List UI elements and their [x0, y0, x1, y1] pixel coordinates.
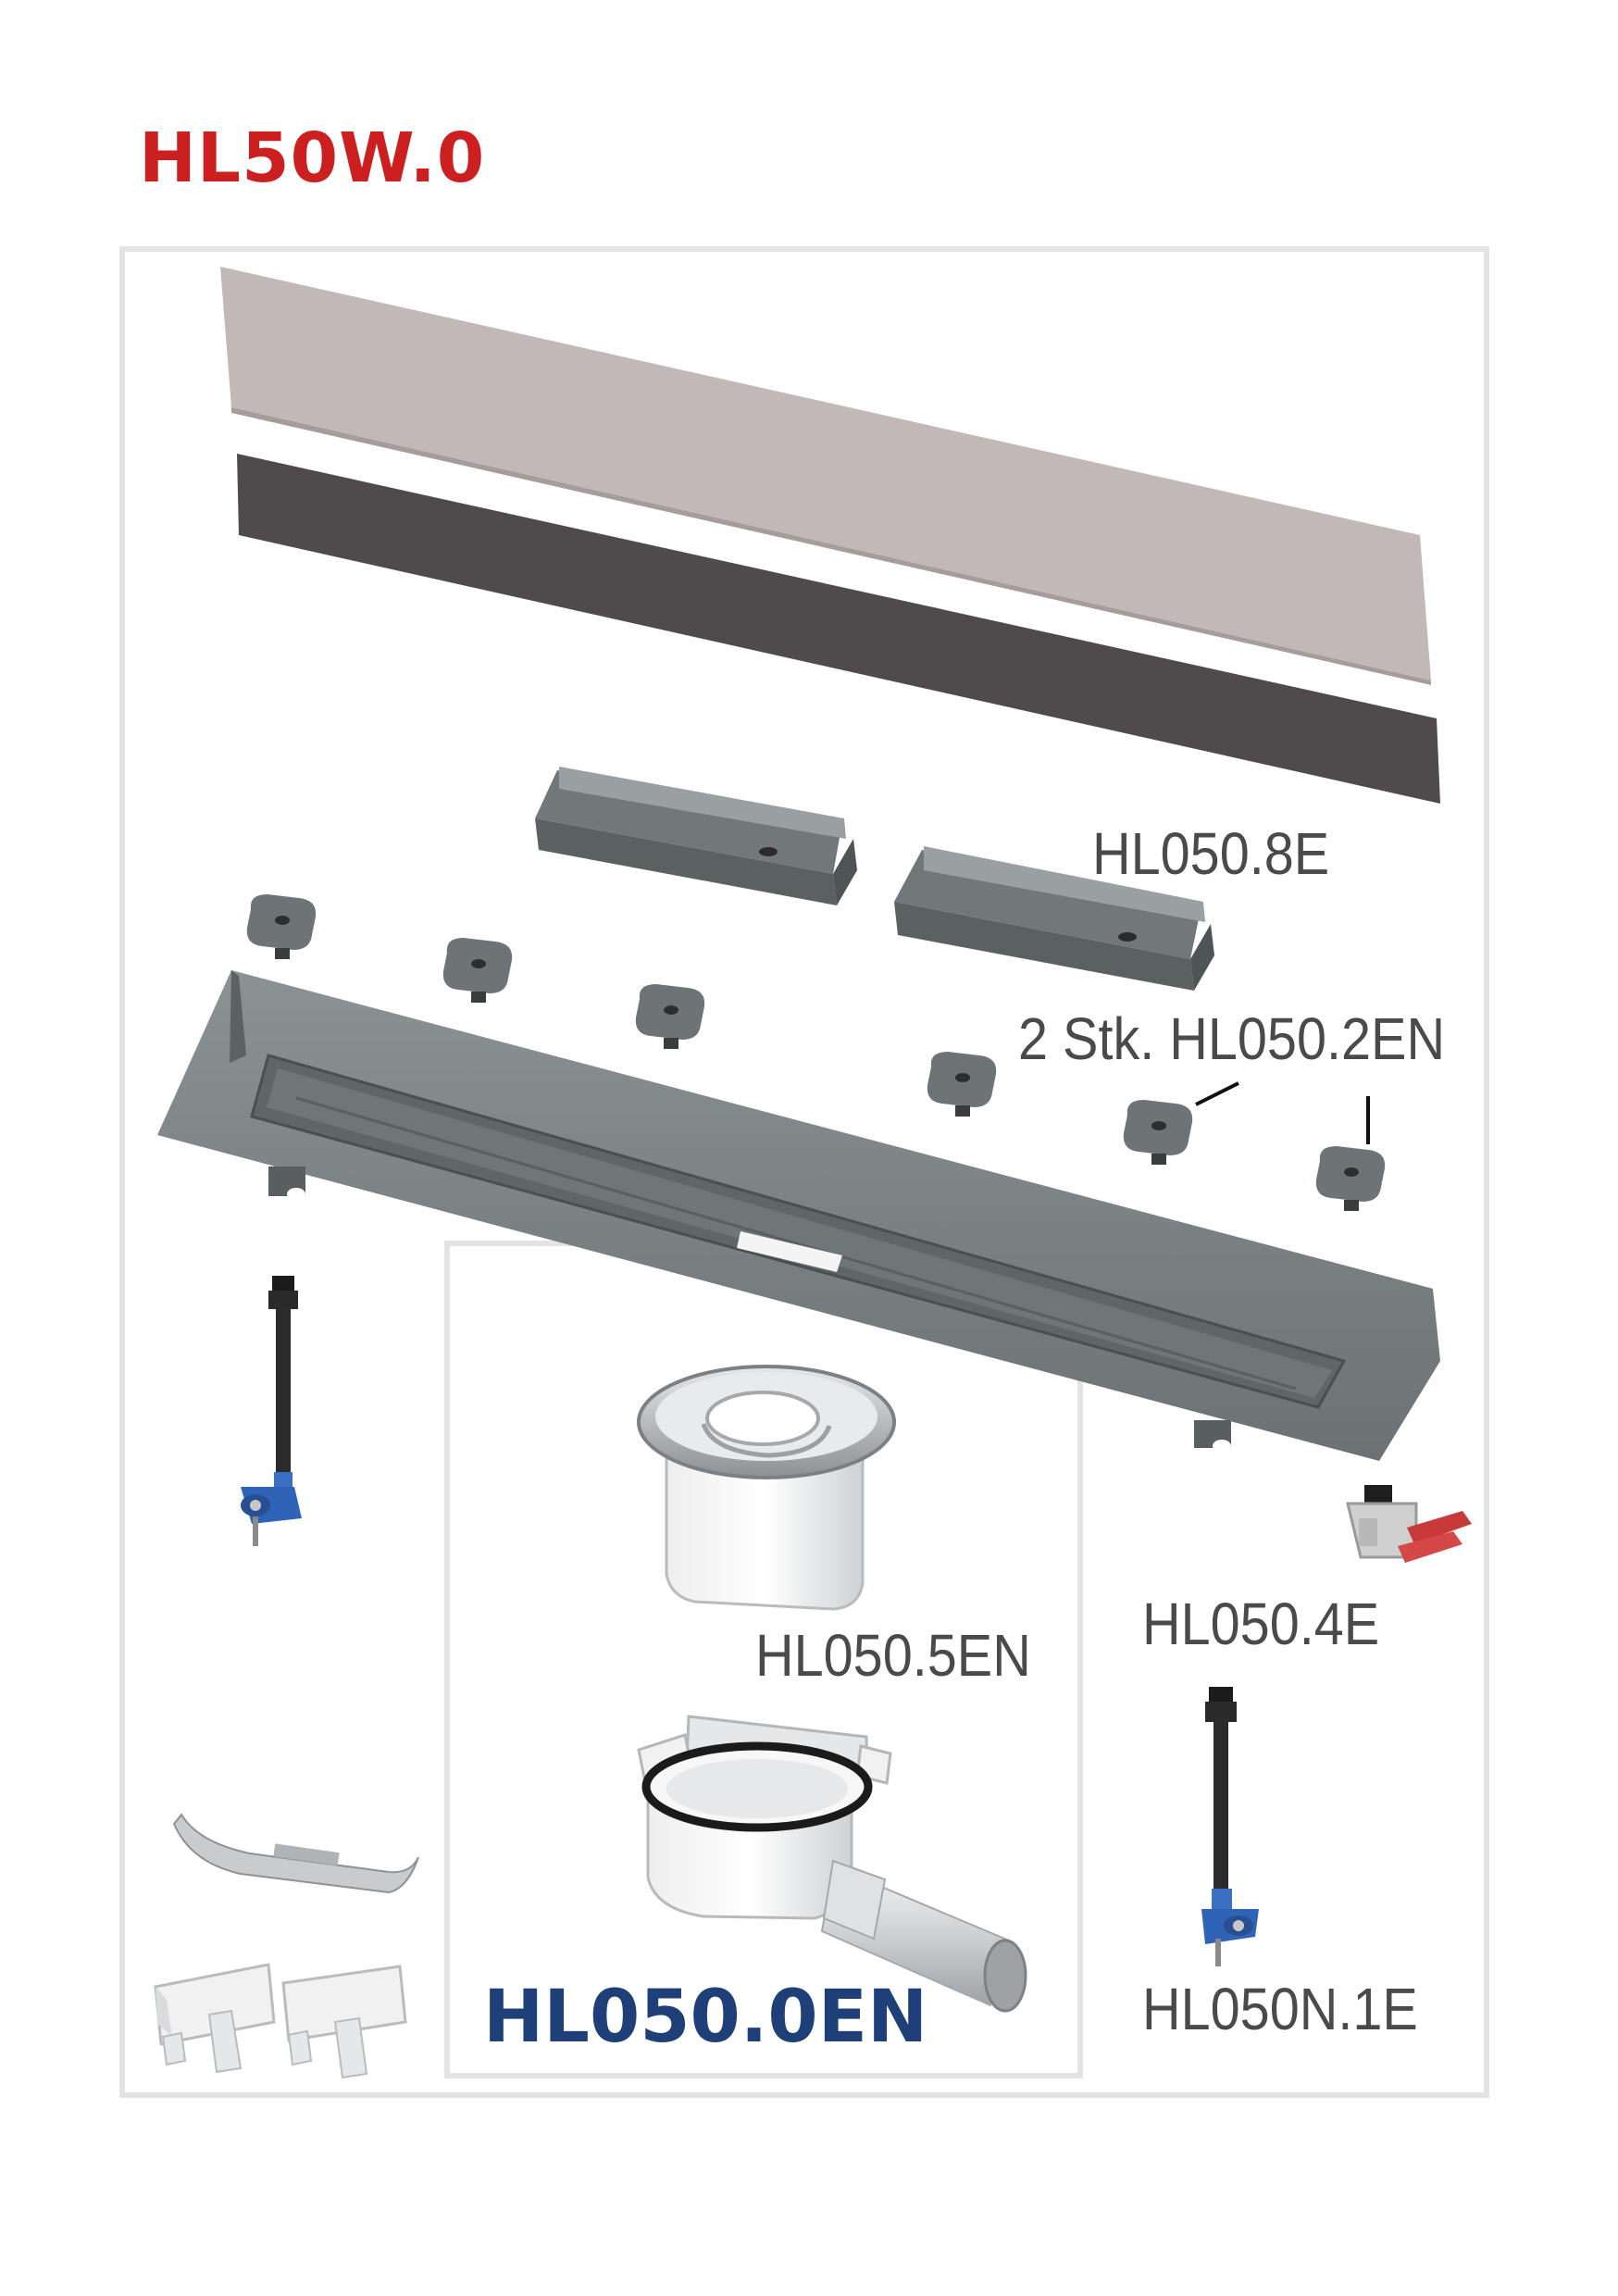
label-set: HL050.0EN: [483, 1976, 928, 2059]
cover-clip-right: [894, 846, 1214, 991]
levelling-foot: [1123, 1100, 1193, 1165]
levelling-foot: [927, 1052, 997, 1117]
label-levelling-feet: 2 Stk. HL050.2EN: [1018, 1005, 1446, 1072]
spacer-block: [281, 1965, 407, 2079]
odour-trap-insert: [637, 1365, 896, 1611]
grate-cover-dark: [237, 454, 1440, 804]
adjustable-foot-right: [1201, 1687, 1259, 1966]
page-title: HL50W.0: [139, 119, 486, 198]
levelling-foot: [1315, 1146, 1386, 1211]
label-wall-bracket: HL050.4E: [1142, 1591, 1380, 1657]
label-cover-clips: HL050.8E: [1092, 820, 1330, 887]
levelling-foot: [246, 894, 317, 959]
label-odour-trap: HL050.5EN: [755, 1622, 1031, 1689]
cover-clip-left: [535, 767, 857, 905]
spacer-block: [154, 1963, 276, 2074]
levelling-foot: [442, 938, 513, 1003]
wall-bracket: [1346, 1485, 1472, 1563]
leader-line: [1195, 1081, 1239, 1106]
levelling-foot: [635, 984, 705, 1049]
mounting-clip: [172, 1813, 419, 1894]
label-extra-foot: HL050N.1E: [1142, 1976, 1418, 2042]
outer-frame: [119, 246, 1489, 2098]
trap-body: [637, 1715, 1027, 2013]
grate-cover-light: [220, 267, 1431, 685]
drain-channel: [157, 970, 1440, 1461]
adjustable-foot-left: [241, 1276, 302, 1546]
